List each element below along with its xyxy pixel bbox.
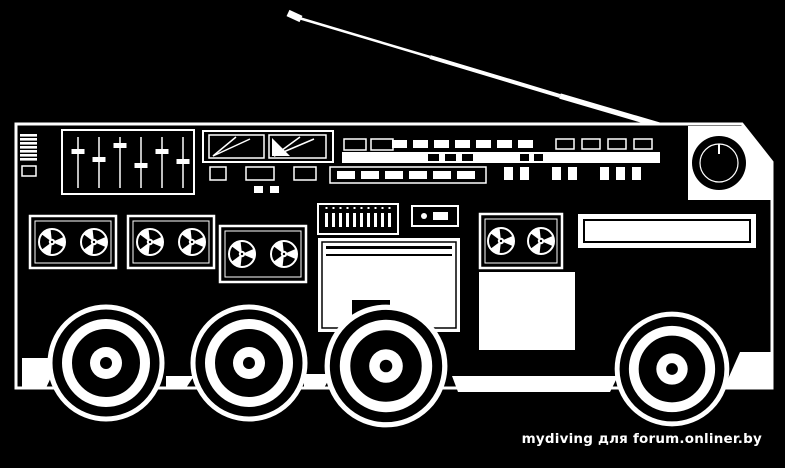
button-strip [329,166,487,184]
vu-meter-right [268,134,327,159]
top-button-rows [329,138,660,184]
cassette-deck-4 [478,212,564,270]
slider-handle [155,149,169,154]
cassette-deck-1 [28,214,118,270]
cassette-deck-2 [126,214,216,270]
speaker-wheel-3 [327,307,445,425]
equalizer-panel [61,129,195,195]
slider-handle [92,157,106,162]
tape-reel [38,227,66,257]
display-window [343,138,367,151]
slider-handle [71,149,85,154]
telescopic-antenna [286,9,687,136]
right-top-panel [578,214,756,248]
tape-reel [228,239,256,269]
long-key-bar [342,152,660,163]
indicator-dot [270,186,279,193]
vu-meter-panel [202,130,334,193]
small-switch [209,166,227,181]
tape-reel [270,239,298,269]
cassette-deck-3 [218,224,308,284]
aux-switch-box [411,205,459,227]
slider-handle [176,159,190,164]
small-switch [293,166,317,181]
tape-reel [80,227,108,257]
tape-reel [487,226,515,256]
right-lower-panel [479,272,575,350]
speaker-wheel-4 [617,314,727,424]
tape-reel [136,227,164,257]
level-meter [317,203,399,235]
small-switch [245,166,275,181]
slider-handle [113,143,127,148]
speaker-wheel-1 [50,307,162,419]
watermark-text: mydiving для forum.onliner.by [522,431,762,447]
indicator-dot [254,186,263,193]
tape-reel [527,226,555,256]
vu-meter-left [208,134,265,159]
tuning-knob-panel [688,126,771,200]
vent-grille [20,134,37,177]
slider-handle [134,163,148,168]
tape-reel [178,227,206,257]
speaker-wheel-2 [193,307,305,419]
